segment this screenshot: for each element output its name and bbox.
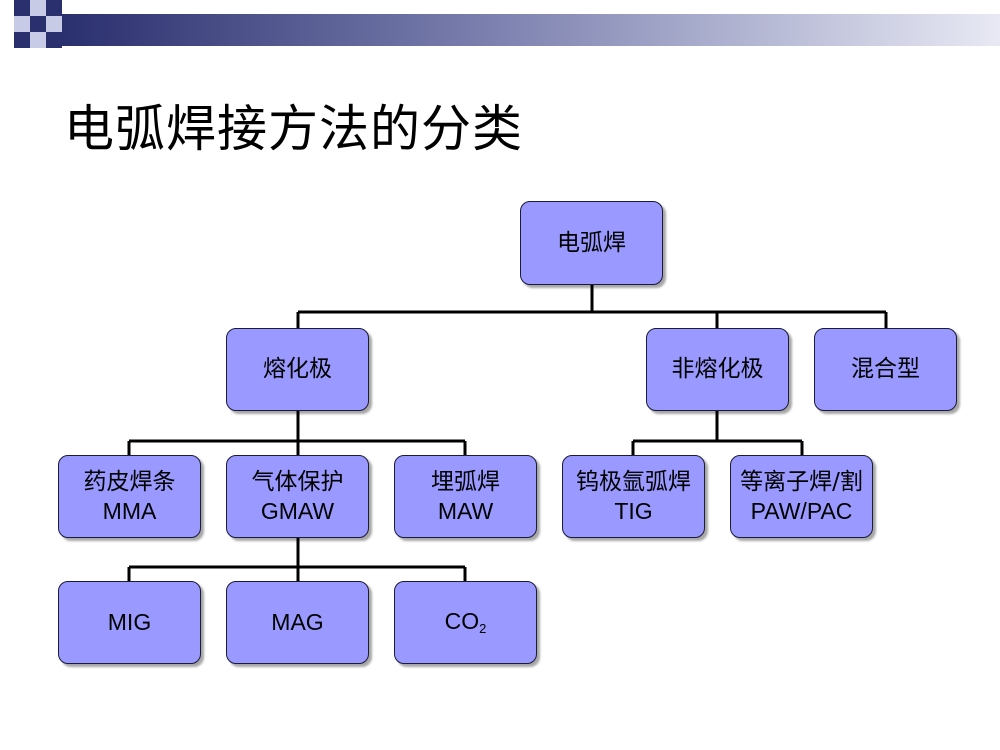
- deco-square: [30, 32, 46, 48]
- deco-square: [14, 16, 30, 32]
- node-plasma: 等离子焊/割 PAW/PAC: [730, 455, 873, 538]
- node-abbreviation: MAW: [437, 497, 494, 524]
- node-smaw: 药皮焊条 MMA: [58, 455, 201, 538]
- node-label: 钨极氩弧焊: [576, 468, 691, 495]
- header-decoration: [14, 0, 1000, 48]
- node-abbreviation: MAG: [271, 609, 324, 635]
- node-label: 气体保护: [251, 468, 344, 495]
- node-abbreviation: GMAW: [260, 497, 335, 524]
- node-arc-welding: 电弧焊: [520, 201, 663, 285]
- node-hybrid: 混合型: [814, 328, 957, 411]
- node-tig: 钨极氩弧焊 TIG: [562, 455, 705, 538]
- node-label: 电弧焊: [557, 229, 626, 256]
- node-abbreviation: MIG: [107, 609, 152, 635]
- node-label: 埋弧焊: [431, 468, 500, 495]
- node-label: 熔化极: [263, 356, 332, 382]
- node-abbreviation: PAW/PAC: [750, 497, 853, 524]
- node-non-consumable-electrode: 非熔化极: [646, 328, 789, 411]
- node-saw: 埋弧焊 MAW: [394, 455, 537, 538]
- co2-subscript: 2: [479, 620, 487, 636]
- node-consumable-electrode: 熔化极: [226, 328, 369, 411]
- deco-square: [30, 16, 46, 32]
- co2-base: CO: [444, 607, 480, 634]
- node-label: 混合型: [851, 356, 920, 382]
- node-label: 非熔化极: [671, 356, 764, 382]
- node-mig: MIG: [58, 581, 201, 664]
- node-label: 药皮焊条: [83, 468, 176, 495]
- deco-square: [30, 0, 46, 16]
- slide-title: 电弧焊接方法的分类: [64, 100, 523, 158]
- deco-square: [46, 0, 62, 16]
- node-label: 等离子焊/割: [740, 468, 863, 495]
- deco-square: [46, 32, 62, 48]
- header-gradient-bar: [62, 14, 1000, 46]
- node-abbreviation: CO2: [445, 607, 487, 639]
- node-co2: CO2: [394, 581, 537, 664]
- node-gmaw: 气体保护 GMAW: [226, 455, 369, 538]
- deco-square: [46, 16, 62, 32]
- deco-square: [14, 32, 30, 48]
- node-mag: MAG: [226, 581, 369, 664]
- node-abbreviation: TIG: [614, 497, 653, 524]
- deco-square: [14, 0, 30, 16]
- node-abbreviation: MMA: [102, 497, 157, 524]
